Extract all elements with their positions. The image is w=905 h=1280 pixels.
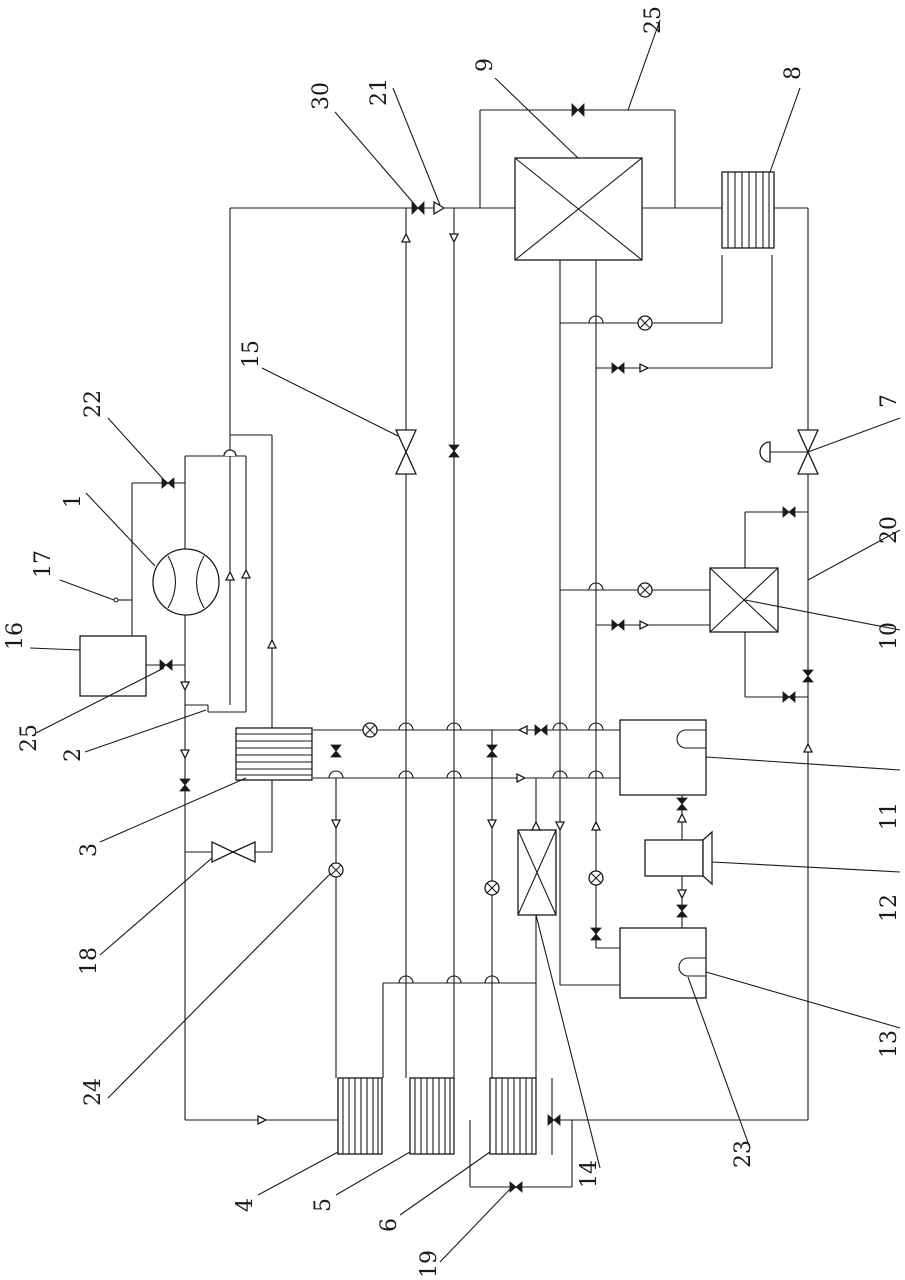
label-23: 23 [731, 1140, 756, 1168]
label-25-left: 25 [17, 724, 42, 752]
expansion-valve-18 [212, 842, 255, 862]
label-20: 20 [877, 516, 902, 544]
pump-12 [645, 832, 712, 884]
label-24: 24 [81, 1078, 106, 1106]
label-15: 15 [239, 340, 264, 368]
label-12: 12 [877, 894, 902, 922]
coil-5 [410, 1078, 454, 1154]
label-16: 16 [3, 622, 28, 650]
heat-exchanger-9 [515, 158, 642, 260]
label-25-top: 25 [641, 6, 666, 34]
label-7: 7 [877, 394, 902, 408]
coil-8 [722, 172, 774, 248]
label-3: 3 [77, 843, 102, 857]
label-11: 11 [877, 802, 902, 830]
label-4: 4 [233, 1198, 258, 1212]
label-9: 9 [473, 58, 498, 72]
heat-exchanger-10 [710, 568, 778, 632]
label-19: 19 [417, 1250, 442, 1278]
label-22: 22 [81, 390, 106, 418]
coil-3 [236, 728, 312, 780]
tank-13 [620, 928, 706, 998]
label-21: 21 [367, 78, 392, 106]
coil-6 [490, 1078, 536, 1154]
sensor-17 [114, 598, 132, 602]
pipe-network [118, 110, 808, 1187]
expansion-valve-15 [396, 430, 416, 474]
label-14: 14 [577, 1160, 602, 1188]
compressor-1 [153, 549, 219, 615]
label-5: 5 [311, 1198, 336, 1212]
label-13: 13 [877, 1030, 902, 1058]
label-2: 2 [61, 748, 86, 762]
tank-11 [620, 720, 706, 795]
coil-4 [338, 1078, 382, 1154]
label-30: 30 [309, 82, 334, 110]
flow-meters [329, 316, 652, 895]
label-18: 18 [77, 947, 102, 975]
label-6: 6 [377, 1218, 402, 1232]
tank-16 [80, 636, 146, 696]
label-8: 8 [781, 66, 806, 80]
shutoff-valves [160, 104, 813, 1192]
label-17: 17 [31, 550, 56, 578]
label-10: 10 [877, 622, 902, 650]
heat-exchanger-14 [518, 830, 556, 915]
label-1: 1 [61, 494, 86, 508]
